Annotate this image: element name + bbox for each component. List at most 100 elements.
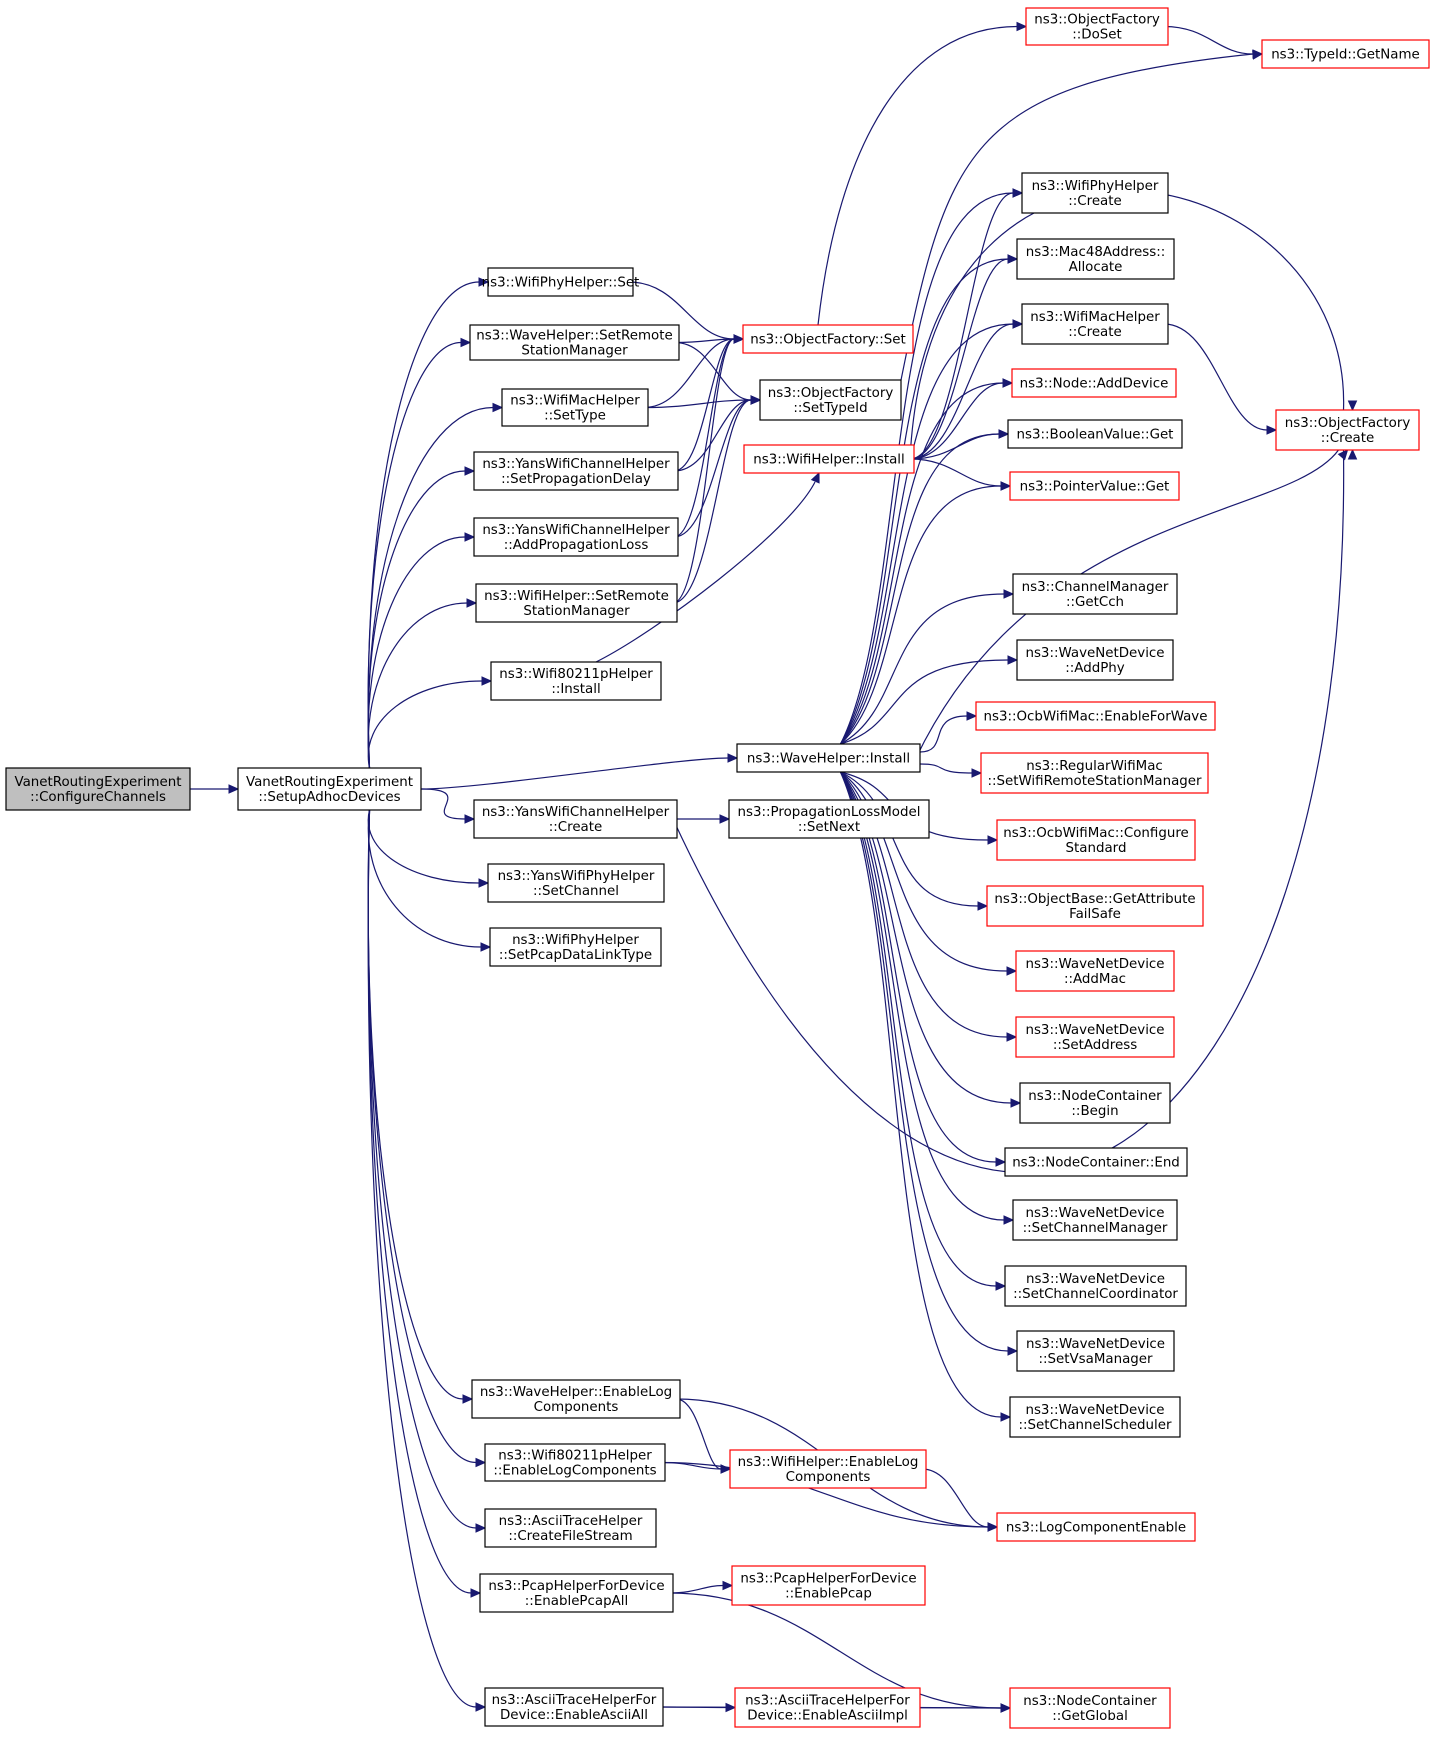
node-label: ns3::Wifi80211pHelper: [499, 667, 653, 682]
node-wavenetdevice-setchannelscheduler[interactable]: ns3::WaveNetDevice::SetChannelScheduler: [1009, 1396, 1181, 1438]
node-wavehelper-install[interactable]: ns3::WaveHelper::Install: [736, 743, 921, 773]
node-box: [743, 444, 915, 474]
node-wifi80211p-install[interactable]: ns3::Wifi80211pHelper::Install: [490, 661, 662, 701]
edge-arrowhead: [727, 753, 739, 763]
edge: [1163, 25, 1254, 55]
node-pcapdev-enablepcap[interactable]: ns3::PcapHelperForDevice::EnablePcap: [731, 1565, 926, 1606]
edge-arrowhead: [464, 532, 476, 542]
node-label: ns3::TypeId::GetName: [1271, 48, 1420, 63]
edge-arrowhead: [478, 878, 490, 888]
node-wifiphy-setpcap[interactable]: ns3::WifiPhyHelper::SetPcapDataLinkType: [489, 927, 662, 967]
node-objectfactory-create[interactable]: ns3::ObjectFactory::Create: [1275, 409, 1420, 451]
edge-arrowhead: [470, 1588, 482, 1598]
node-label: ns3::Mac48Address::: [1026, 245, 1166, 260]
node-box: [490, 661, 662, 701]
node-label: ns3::AsciiTraceHelperFor: [492, 1693, 657, 1708]
node-box: [975, 701, 1216, 731]
node-label: ns3::ChannelManager: [1022, 580, 1169, 595]
node-objectfactory-doset[interactable]: ns3::ObjectFactory::DoSet: [1025, 7, 1169, 46]
node-ocb-enableforwave[interactable]: ns3::OcbWifiMac::EnableForWave: [975, 701, 1216, 731]
node-objectfactory-settypeid[interactable]: ns3::ObjectFactory::SetTypeId: [759, 379, 902, 421]
node-wifihelper-install[interactable]: ns3::WifiHelper::Install: [743, 444, 915, 474]
node-yansphy-setchannel[interactable]: ns3::YansWifiPhyHelper::SetChannel: [487, 863, 665, 903]
node-wavenetdevice-setchannelmanager[interactable]: ns3::WaveNetDevice::SetChannelManager: [1012, 1199, 1178, 1241]
node-wavenetdevice-addphy[interactable]: ns3::WaveNetDevice::AddPhy: [1016, 639, 1174, 681]
node-label: ::SetAddress: [1053, 1038, 1137, 1053]
node-label: ns3::AsciiTraceHelper: [499, 1514, 643, 1529]
node-wifimachelper-settype[interactable]: ns3::WifiMacHelper::SetType: [501, 388, 649, 427]
node-pointervalue-get[interactable]: ns3::PointerValue::Get: [1009, 471, 1180, 501]
node-box: [1016, 1330, 1175, 1372]
node-label: ::ConfigureChannels: [30, 790, 166, 805]
edge: [367, 536, 466, 769]
edge: [909, 458, 1002, 487]
edge: [817, 25, 1018, 326]
node-label: ::SetVsaManager: [1038, 1352, 1153, 1367]
node-mac48-allocate[interactable]: ns3::Mac48Address::Allocate: [1016, 238, 1175, 280]
node-box: [484, 1443, 666, 1482]
edge-arrowhead: [1000, 1703, 1012, 1713]
node-wifimachelper-create[interactable]: ns3::WifiMacHelper::Create: [1021, 303, 1169, 345]
node-label: Device::EnableAsciiImpl: [747, 1709, 908, 1724]
node-typeid-getname[interactable]: ns3::TypeId::GetName: [1261, 39, 1430, 69]
edge: [367, 281, 480, 769]
node-node-adddevice[interactable]: ns3::Node::AddDevice: [1011, 368, 1177, 398]
node-regularwifimac-setremote[interactable]: ns3::RegularWifiMac::SetWifiRemoteStatio…: [980, 752, 1209, 794]
node-label: ns3::YansWifiPhyHelper: [498, 869, 655, 884]
node-objectfactory-set[interactable]: ns3::ObjectFactory::Set: [742, 324, 914, 354]
node-label: ::DoSet: [1072, 28, 1122, 43]
node-yans-setpropdelay[interactable]: ns3::YansWifiChannelHelper::SetPropagati…: [473, 451, 679, 491]
edge: [673, 338, 735, 538]
edge: [839, 771, 1009, 1352]
edge: [840, 593, 1005, 745]
node-logcomponentenable[interactable]: ns3::LogComponentEnable: [996, 1512, 1196, 1542]
node-booleanvalue-get[interactable]: ns3::BooleanValue::Get: [1007, 419, 1183, 449]
node-nodecontainer-end[interactable]: ns3::NodeContainer::End: [1004, 1147, 1188, 1177]
node-label: ns3::ObjectFactory: [1034, 13, 1160, 28]
node-wifiphyhelper-set[interactable]: ns3::WifiPhyHelper::Set: [482, 267, 640, 297]
edge-arrowhead: [977, 901, 989, 911]
node-wifi80211p-enablelog[interactable]: ns3::Wifi80211pHelper::EnableLogComponen…: [484, 1443, 666, 1482]
node-box: [473, 451, 679, 491]
node-configure-channels[interactable]: VanetRoutingExperiment::ConfigureChannel…: [5, 767, 191, 811]
edge-arrowhead: [1000, 481, 1012, 491]
node-proploss-setnext[interactable]: ns3::PropagationLossModel::SetNext: [728, 799, 930, 839]
node-wavenetdevice-setvsamanager[interactable]: ns3::WaveNetDevice::SetVsaManager: [1016, 1330, 1175, 1372]
node-wavenetdevice-addmac[interactable]: ns3::WaveNetDevice::AddMac: [1015, 950, 1175, 992]
node-label: ns3::OcbWifiMac::EnableForWave: [984, 710, 1208, 725]
edge-arrowhead: [1347, 448, 1358, 460]
edge: [367, 809, 482, 948]
node-wavenetdevice-setchannelcoordinator[interactable]: ns3::WaveNetDevice::SetChannelCoordinato…: [1004, 1265, 1187, 1307]
node-wavenetdevice-setaddress[interactable]: ns3::WaveNetDevice::SetAddress: [1015, 1016, 1175, 1058]
node-wifiphyhelper-create[interactable]: ns3::WifiPhyHelper::Create: [1021, 172, 1169, 214]
node-yans-create[interactable]: ns3::YansWifiChannelHelper::Create: [473, 799, 678, 839]
node-wifihelper-enablelog[interactable]: ns3::WifiHelper::EnableLogComponents: [729, 1449, 927, 1489]
edge-arrowhead: [1002, 378, 1014, 388]
node-nodecontainer-begin[interactable]: ns3::NodeContainer::Begin: [1019, 1082, 1171, 1124]
node-asciidev-enableasciiall[interactable]: ns3::AsciiTraceHelperForDevice::EnableAs…: [484, 1687, 664, 1727]
node-setup-adhoc-devices[interactable]: VanetRoutingExperiment::SetupAdhocDevice…: [237, 767, 422, 811]
node-pcapdev-enablepcapall[interactable]: ns3::PcapHelperForDevice::EnablePcapAll: [479, 1573, 674, 1613]
node-box: [731, 1565, 926, 1606]
node-channelmanager-getcch[interactable]: ns3::ChannelManager::GetCch: [1012, 573, 1178, 615]
edge-arrowhead: [1003, 589, 1015, 599]
node-ascii-createfilestream[interactable]: ns3::AsciiTraceHelper::CreateFileStream: [484, 1508, 657, 1548]
edge: [367, 809, 464, 1400]
node-box: [729, 1449, 927, 1489]
node-label: ns3::RegularWifiMac: [1026, 759, 1163, 774]
node-label: StationManager: [521, 344, 628, 359]
node-asciidev-enableasciiimpl[interactable]: ns3::AsciiTraceHelperForDevice::EnableAs…: [734, 1687, 921, 1728]
edge: [839, 771, 1002, 1418]
node-label: ns3::NodeContainer: [1023, 1694, 1157, 1709]
node-label: ::SetChannelScheduler: [1018, 1418, 1172, 1433]
node-yans-addproploss[interactable]: ns3::YansWifiChannelHelper::AddPropagati…: [473, 517, 679, 557]
edge-arrowhead: [995, 1157, 1007, 1167]
node-wavehelper-enablelog[interactable]: ns3::WaveHelper::EnableLogComponents: [471, 1379, 681, 1419]
node-label: ns3::YansWifiChannelHelper: [482, 805, 670, 820]
node-nodecontainer-getglobal[interactable]: ns3::NodeContainer::GetGlobal: [1009, 1687, 1171, 1729]
